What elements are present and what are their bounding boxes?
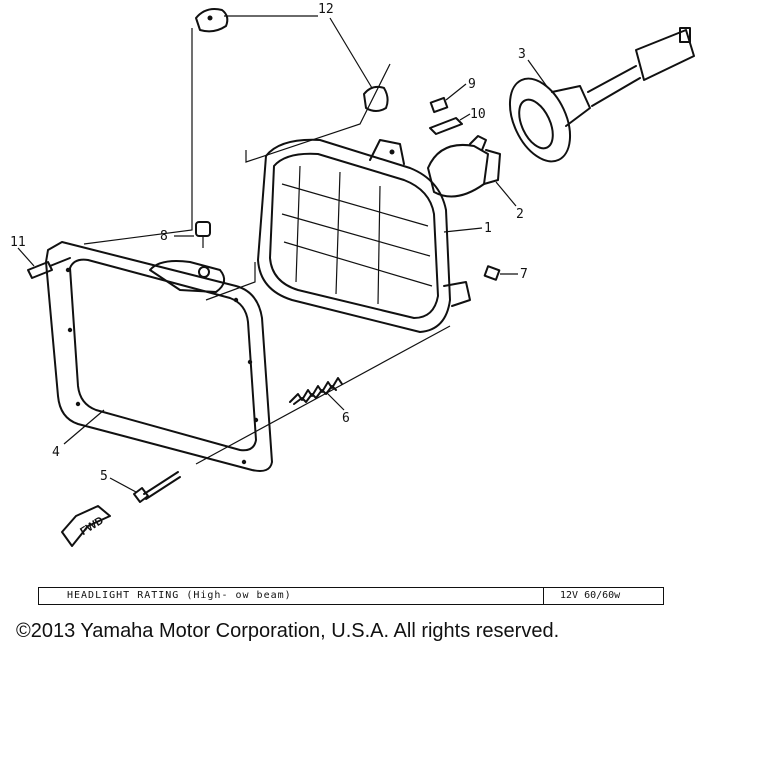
callout-3: 3	[518, 47, 526, 62]
leader-11	[17, 247, 35, 267]
callout-9: 9	[468, 77, 476, 92]
callout-6: 6	[342, 411, 350, 426]
part-10-spring-clip	[429, 117, 463, 135]
part-5-adjust-screw	[133, 471, 181, 503]
leader-4	[63, 409, 105, 445]
headlight-rating-box: HEADLIGHT RATING (High- ow beam) 12V 60/…	[38, 587, 664, 605]
callout-7: 7	[520, 267, 528, 282]
part-12-top-screw	[195, 8, 229, 33]
callout-12: 12	[318, 2, 334, 17]
leader-6	[325, 391, 345, 411]
leader-1	[443, 227, 483, 233]
guide-line-a	[83, 28, 193, 245]
part-11-screw	[27, 257, 71, 279]
callout-4: 4	[52, 445, 60, 460]
callout-1: 1	[484, 221, 492, 236]
part-9-clip	[429, 96, 449, 114]
rating-value: 12V 60/60w	[560, 590, 621, 601]
copyright-notice: ©2013 Yamaha Motor Corporation, U.S.A. A…	[16, 620, 560, 642]
part-6-spring	[289, 377, 343, 405]
forward-arrow-icon: FWD	[61, 505, 111, 547]
callout-5: 5	[100, 469, 108, 484]
callout-11: 11	[10, 235, 26, 250]
fwd-label: FWD	[78, 515, 106, 538]
leader-9	[445, 83, 467, 101]
leader-5	[109, 477, 137, 493]
callout-2: 2	[516, 207, 524, 222]
guide-line-d	[195, 325, 451, 465]
part-2-bulb	[427, 135, 501, 198]
guide-line-c	[205, 262, 256, 301]
callout-8: 8	[160, 229, 168, 244]
callout-10: 10	[470, 107, 486, 122]
part-7-nut	[483, 265, 501, 281]
part-3-socket	[508, 27, 695, 163]
part-4-rim	[45, 241, 273, 472]
leader-12b	[329, 17, 373, 89]
rating-label: HEADLIGHT RATING (High- ow beam)	[39, 588, 544, 604]
leader-3	[527, 59, 549, 89]
leader-2	[495, 181, 517, 207]
part-12-lower-screw	[363, 85, 389, 112]
part-1-headlight-unit	[257, 138, 471, 333]
headlight-exploded-diagram: 12 3 9 10 2 1 7	[10, 2, 695, 547]
guide-line-b	[245, 63, 391, 163]
leader-10	[459, 113, 471, 121]
